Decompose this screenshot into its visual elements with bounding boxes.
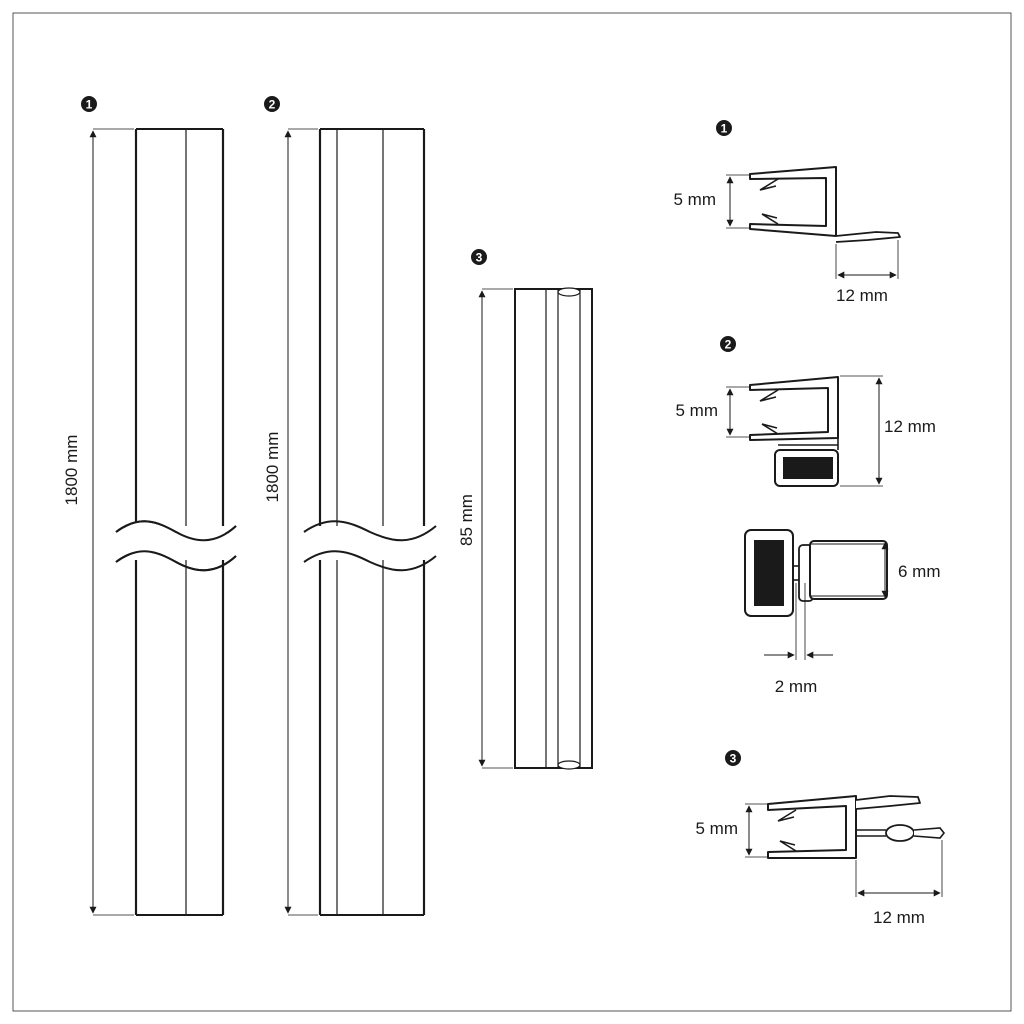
svg-text:5 mm: 5 mm xyxy=(696,819,739,838)
profile-2-cross-section xyxy=(749,376,839,487)
profile-1-cross-section xyxy=(749,166,901,243)
strip-3 xyxy=(514,287,593,770)
magnet-strip xyxy=(783,457,833,479)
break-line-2 xyxy=(303,520,437,542)
svg-text:1800 mm: 1800 mm xyxy=(62,435,81,506)
marker-3-right: 3 xyxy=(725,750,741,766)
dimension-p3-gap: 5 mm xyxy=(696,803,768,858)
svg-text:2 mm: 2 mm xyxy=(775,677,818,696)
svg-text:1: 1 xyxy=(721,122,728,136)
dimension-p2-magnet-width: 6 mm xyxy=(881,542,941,598)
svg-text:3: 3 xyxy=(476,251,483,265)
svg-text:5 mm: 5 mm xyxy=(674,190,717,209)
svg-text:1: 1 xyxy=(86,98,93,112)
svg-text:12 mm: 12 mm xyxy=(884,417,936,436)
dimension-p2-magnet-thickness: 2 mm xyxy=(764,583,833,696)
dimension-p1-fin: 12 mm xyxy=(835,240,899,305)
strip-1 xyxy=(115,128,237,916)
svg-text:12 mm: 12 mm xyxy=(836,286,888,305)
marker-1-right: 1 xyxy=(716,120,732,136)
svg-text:3: 3 xyxy=(730,752,737,766)
dimension-85: 85 mm xyxy=(457,288,513,769)
svg-text:5 mm: 5 mm xyxy=(676,401,719,420)
dimension-p1-gap: 5 mm xyxy=(674,174,750,229)
marker-2-right: 2 xyxy=(720,336,736,352)
dimension-1800-middle: 1800 mm xyxy=(263,128,318,916)
svg-text:1800 mm: 1800 mm xyxy=(263,432,282,503)
dimension-p3-fin: 12 mm xyxy=(855,840,943,927)
dimension-p2-height: 12 mm xyxy=(840,375,936,487)
svg-text:2: 2 xyxy=(725,338,732,352)
svg-text:12 mm: 12 mm xyxy=(873,908,925,927)
svg-text:6 mm: 6 mm xyxy=(898,562,941,581)
marker-3-left: 3 xyxy=(471,249,487,265)
dimension-1800-left: 1800 mm xyxy=(62,128,134,916)
marker-2-left: 2 xyxy=(264,96,280,112)
diagram-frame xyxy=(12,12,1012,1012)
strip-2 xyxy=(303,128,437,916)
magnet-side-view xyxy=(744,529,888,617)
profile-3-cross-section xyxy=(767,795,946,859)
svg-text:85 mm: 85 mm xyxy=(457,494,476,546)
svg-text:2: 2 xyxy=(269,98,276,112)
dimension-p2-gap: 5 mm xyxy=(676,386,750,438)
marker-1-left: 1 xyxy=(81,96,97,112)
